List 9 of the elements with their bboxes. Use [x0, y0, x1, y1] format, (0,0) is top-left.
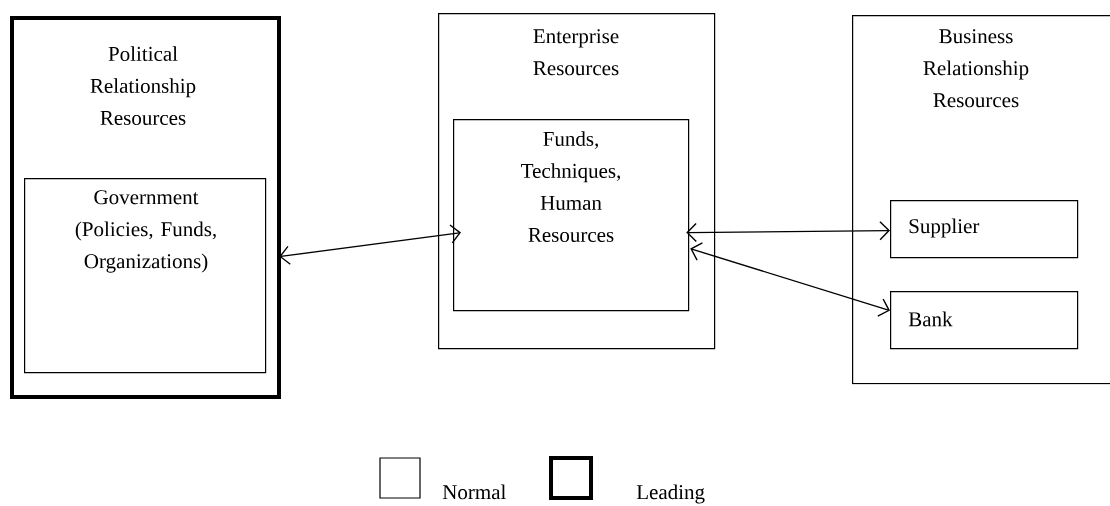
arrow [686, 221, 890, 243]
legend-label: Normal [442, 484, 506, 500]
resource-box: Bank [890, 291, 1079, 350]
resource-box: Supplier [890, 200, 1079, 259]
resource-box: Funds, Techniques, Human Resources [453, 119, 690, 312]
arrow [690, 242, 890, 317]
legend-label: Leading [636, 484, 705, 504]
arrow [279, 224, 461, 265]
resource-box: Government (Policies, Funds, Organizations) [24, 178, 267, 374]
